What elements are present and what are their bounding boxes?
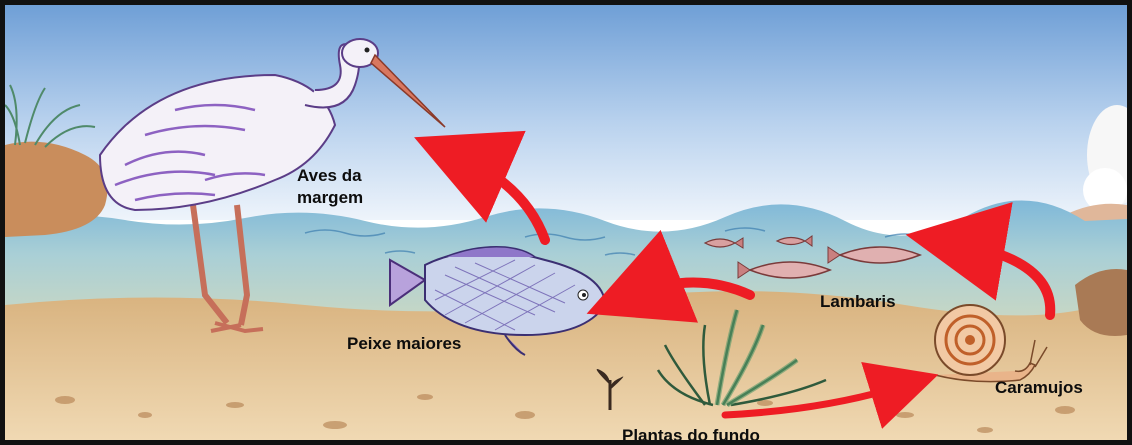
label-peixe-maiores: Peixe maiores [347,334,462,353]
pebbles [55,394,1075,433]
right-rock [1075,269,1127,336]
large-fish-icon [389,245,607,356]
arrow-plants-to-snails [721,362,939,429]
label-lambaris: Lambaris [820,292,896,311]
label-aves-line1: Aves da [297,166,362,185]
scene-illustration [5,5,1127,440]
arrow-fish-to-birds [414,130,550,245]
label-aves-da-margem: Aves da margem [297,165,363,209]
label-plantas-do-fundo: Plantas do fundo [622,426,760,445]
food-chain-arrows [414,130,1056,429]
label-aves-line2: margem [297,188,364,207]
small-fish-group [703,235,923,279]
heron-icon [98,38,446,334]
cloud [1083,105,1127,212]
grass-tuft [5,84,96,148]
arrow-snails-to-lambaris [905,202,1056,320]
small-fish-icon [737,261,833,279]
dark-plant-icon [596,369,624,410]
snail-icon [934,304,1048,383]
small-fish-icon [775,235,813,247]
left-bank [5,141,108,237]
small-fish-icon [703,237,744,249]
arrow-lambaris-to-fish [586,229,755,323]
aquatic-plant-icon [656,309,827,408]
label-caramujos: Caramujos [995,378,1083,397]
